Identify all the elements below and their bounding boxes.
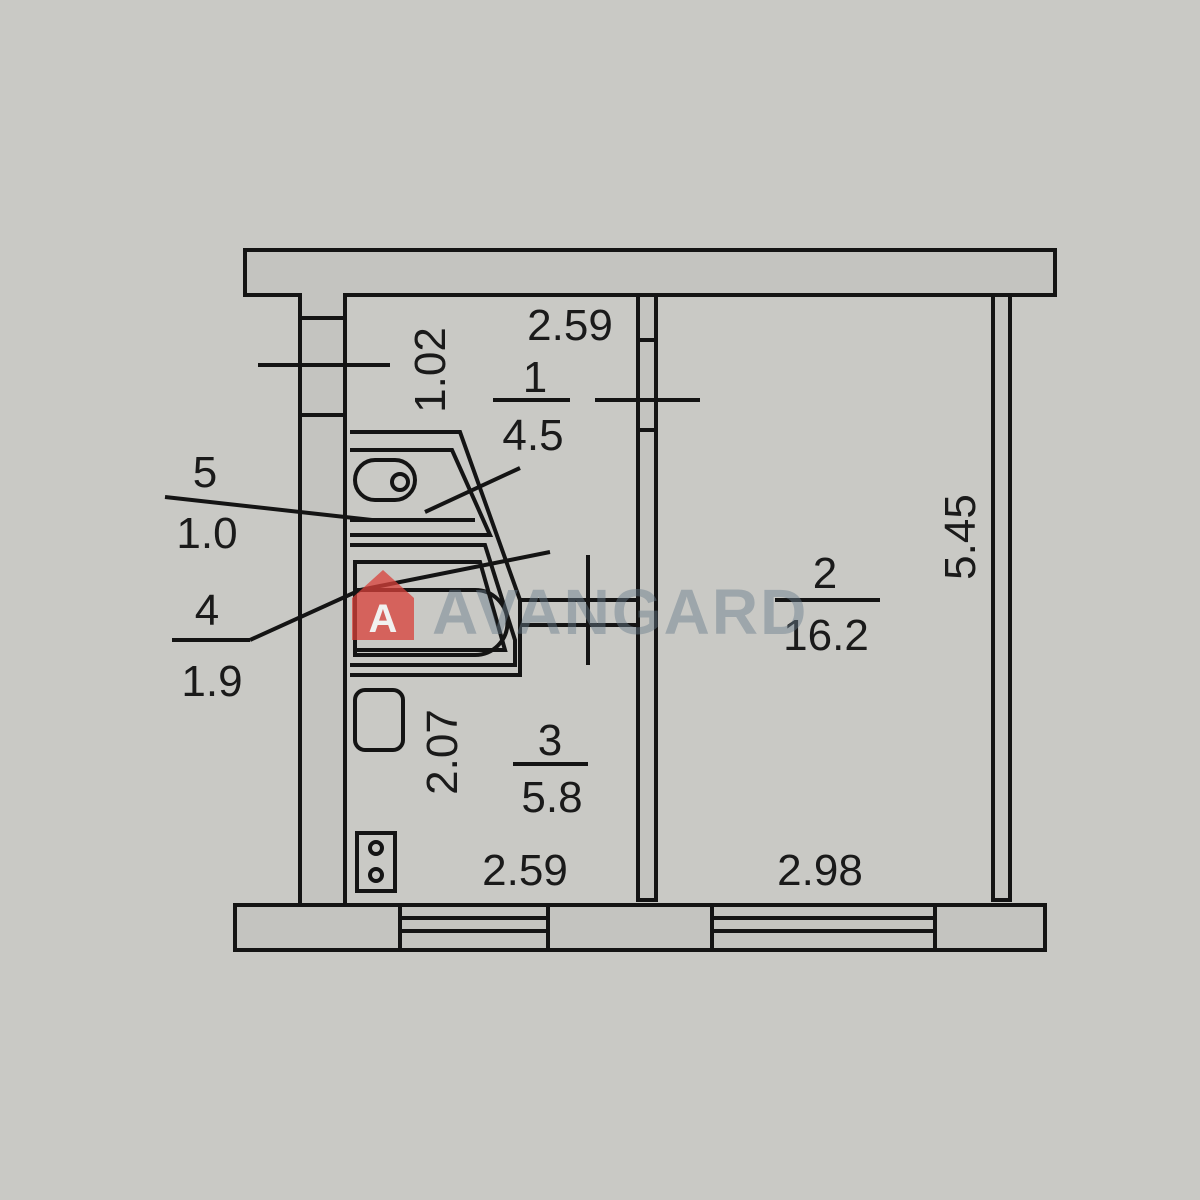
leader-lines (164, 363, 880, 766)
room2-width-label: 2.98 (777, 846, 863, 895)
room3-depth-label: 2.07 (418, 709, 467, 795)
room3-area: 5.8 (521, 773, 582, 822)
exterior-walls (233, 248, 1057, 952)
room2-number: 2 (813, 549, 837, 598)
bathtub-icon (353, 588, 510, 657)
room3-width-label: 2.59 (482, 846, 568, 895)
room1-area: 4.5 (502, 411, 563, 460)
room5-area: 1.0 (176, 509, 237, 558)
watermark: A AVANGARD (352, 570, 808, 648)
sink-icon (353, 688, 405, 752)
room2-length-label: 5.45 (936, 494, 985, 580)
toilet-icon (353, 458, 417, 502)
interior-walls (520, 293, 1012, 902)
svg-text:A: A (369, 597, 398, 641)
room1-depth-label: 1.02 (406, 327, 455, 413)
room1-number: 1 (523, 353, 547, 402)
watermark-logo-icon (352, 570, 414, 640)
room1-width-label: 2.59 (527, 301, 613, 350)
bathroom-block (350, 430, 522, 893)
stove-icon (355, 831, 397, 893)
watermark-text: AVANGARD (432, 576, 808, 648)
room2-area: 16.2 (783, 611, 869, 660)
room4-area: 1.9 (181, 657, 242, 706)
room4-number: 4 (195, 586, 219, 635)
windows (398, 905, 937, 950)
room5-number: 5 (193, 448, 217, 497)
room3-number: 3 (538, 716, 562, 765)
